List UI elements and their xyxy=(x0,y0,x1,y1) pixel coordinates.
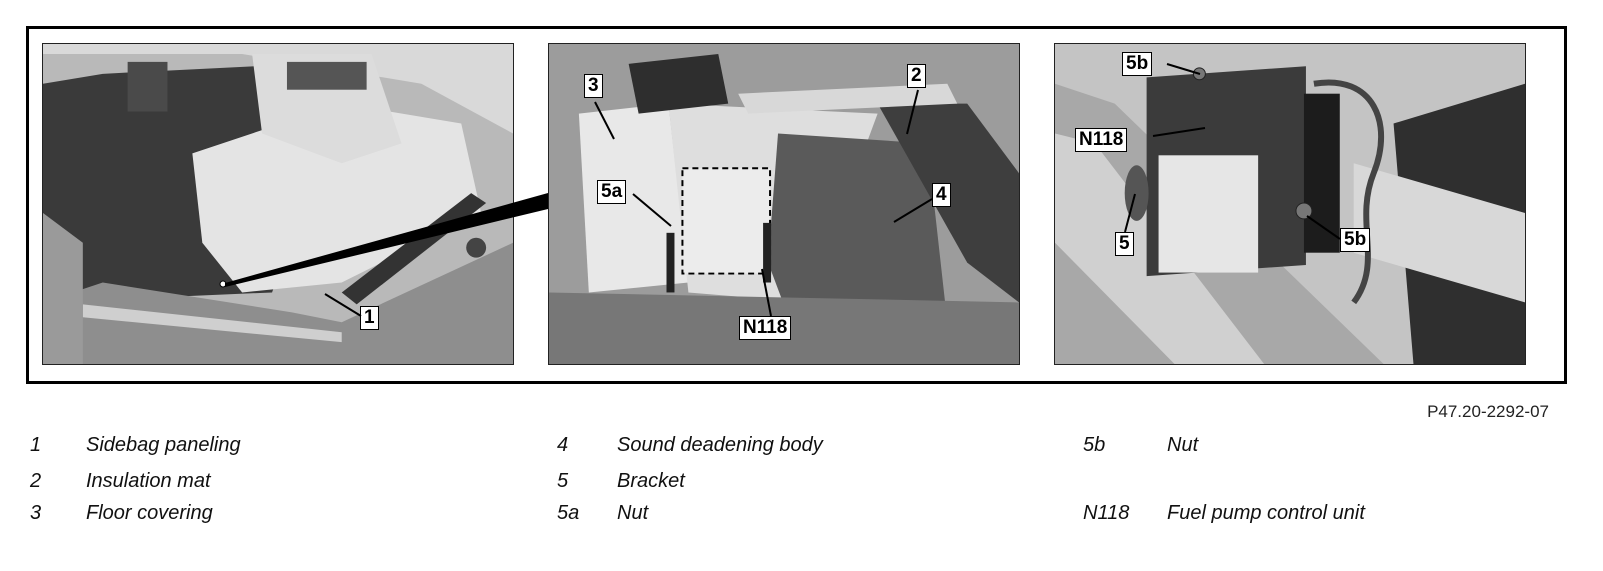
legend-item: 5b Nut xyxy=(1083,434,1563,458)
figure-frame: 1 3 2 5 xyxy=(26,26,1567,384)
legend-item: 2 Insulation mat xyxy=(30,470,530,494)
legend-number: 2 xyxy=(30,470,42,492)
figure-reference-id: P47.20-2292-07 xyxy=(1427,402,1549,421)
photo-control-unit: 5b N118 5 5b xyxy=(1054,43,1526,365)
legend-item: N118 Fuel pump control unit xyxy=(1083,502,1563,526)
legend-text: Insulation mat xyxy=(86,470,211,492)
legend-text: Floor covering xyxy=(86,502,213,524)
legend-number: N118 xyxy=(1083,502,1130,524)
legend-text: Sidebag paneling xyxy=(86,434,241,456)
callout-4: 4 xyxy=(932,183,951,207)
callout-5b-top: 5b xyxy=(1122,52,1153,76)
legend-item: 3 Floor covering xyxy=(30,502,530,526)
legend-number: 1 xyxy=(30,434,42,456)
legend-number: 5b xyxy=(1083,434,1106,456)
legend-text: Nut xyxy=(1167,434,1199,456)
callout-3: 3 xyxy=(584,74,603,98)
legend-number: 5 xyxy=(557,470,569,492)
legend-item: 1 Sidebag paneling xyxy=(30,434,530,458)
legend-text: Fuel pump control unit xyxy=(1167,502,1365,524)
callout-5b-bottom: 5b xyxy=(1340,228,1371,252)
legend-item: 5 Bracket xyxy=(557,470,1057,494)
legend-item: 5a Nut xyxy=(557,502,1057,526)
callout-5: 5 xyxy=(1115,232,1134,256)
legend-item: 4 Sound deadening body xyxy=(557,434,1057,458)
callout-5a: 5a xyxy=(597,180,627,204)
control-unit-illustration xyxy=(1055,44,1525,364)
callout-n118-right: N118 xyxy=(1075,128,1128,152)
legend-text: Bracket xyxy=(617,470,685,492)
legend-number: 4 xyxy=(557,434,569,456)
legend-text: Nut xyxy=(617,502,649,524)
photo-interior-seat: 1 xyxy=(42,43,514,365)
legend-number: 5a xyxy=(557,502,580,524)
callout-1: 1 xyxy=(360,306,379,330)
callout-n118-middle: N118 xyxy=(739,316,792,340)
interior-seat-illustration xyxy=(43,44,513,364)
photo-floor-detail: 3 2 5a 4 N118 xyxy=(548,43,1020,365)
legend-text: Sound deadening body xyxy=(617,434,823,456)
legend-number: 3 xyxy=(30,502,42,524)
callout-2: 2 xyxy=(907,64,926,88)
